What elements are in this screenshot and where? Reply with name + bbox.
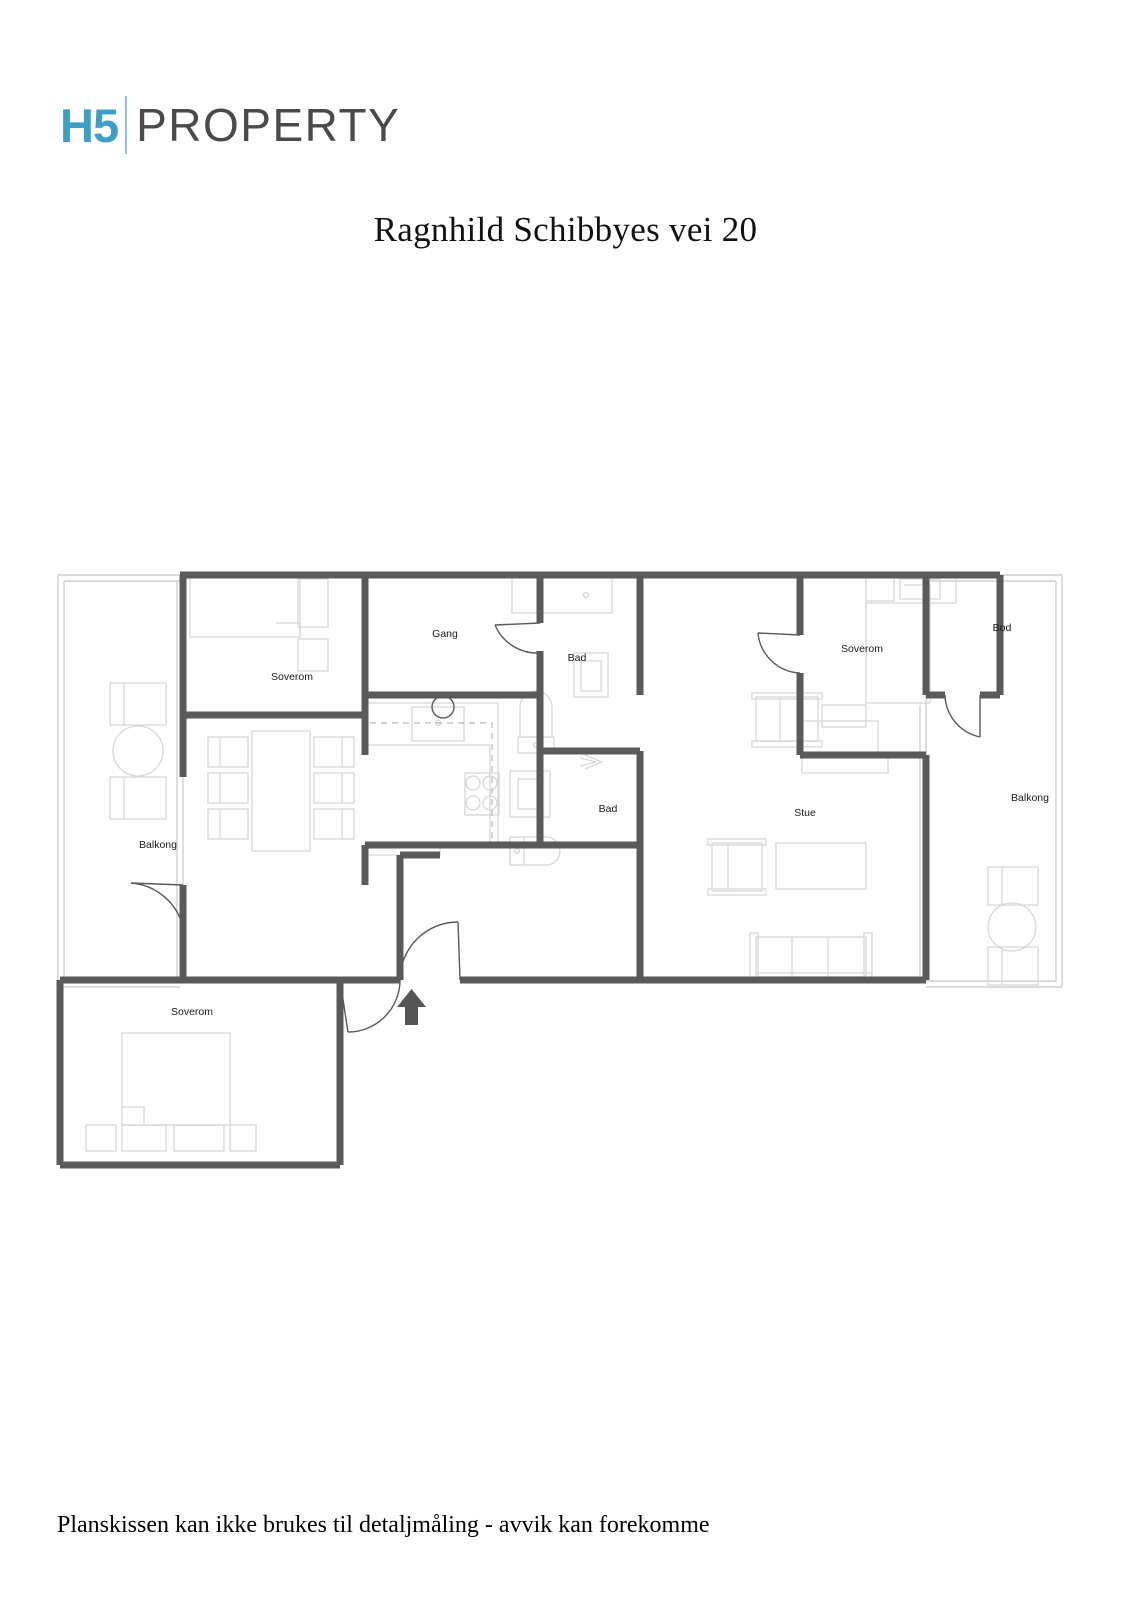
page-title: Ragnhild Schibbyes vei 20 bbox=[373, 210, 758, 249]
entrance-arrow-icon bbox=[397, 989, 426, 1025]
disclaimer-note: Planskissen kan ikke brukes til detaljmå… bbox=[57, 1512, 710, 1538]
logo-divider bbox=[125, 96, 128, 154]
furniture-layer bbox=[85, 576, 1039, 1152]
brand-logo: H5 PROPERTY bbox=[60, 95, 400, 155]
room-label-balkong-right: Balkong bbox=[1011, 792, 1049, 804]
room-label-bod: Bod bbox=[993, 622, 1012, 634]
room-label-stue: Stue bbox=[794, 807, 816, 819]
logo-mark-h5: H5 bbox=[60, 98, 119, 152]
room-label-gang: Gang bbox=[432, 628, 458, 640]
room-labels-layer: Balkong Soverom Gang Bad Bad Stue Sovero… bbox=[139, 622, 1049, 1018]
kitchen-upper-cabinets bbox=[370, 722, 493, 848]
dining-set bbox=[207, 730, 355, 852]
soverom-top-left-furniture bbox=[189, 576, 329, 672]
soverom-right-furniture bbox=[799, 576, 941, 774]
door-swings-layer bbox=[130, 622, 981, 1033]
room-label-soverom-top-left: Soverom bbox=[271, 671, 313, 683]
bad-upper-fixtures bbox=[511, 576, 613, 754]
room-label-balkong-left: Balkong bbox=[139, 839, 177, 851]
room-label-soverom-right: Soverom bbox=[841, 643, 883, 655]
balcony-right-furniture bbox=[987, 866, 1039, 986]
kitchen-counters bbox=[364, 702, 500, 856]
balcony-left-furniture bbox=[109, 682, 167, 820]
room-label-bad-lower: Bad bbox=[599, 803, 618, 815]
bad-lower-fixtures bbox=[509, 754, 604, 866]
room-label-bad-upper: Bad bbox=[568, 652, 587, 664]
soverom-bottom-furniture bbox=[85, 1032, 257, 1152]
room-label-soverom-bottom: Soverom bbox=[171, 1006, 213, 1018]
floorplan-container: Balkong Soverom Gang Bad Bad Stue Sovero… bbox=[40, 555, 1080, 1195]
logo-wordmark: PROPERTY bbox=[136, 99, 401, 151]
stue-side-furniture bbox=[751, 692, 823, 748]
walls-layer bbox=[56, 571, 1004, 1169]
floorplan-drawing: Balkong Soverom Gang Bad Bad Stue Sovero… bbox=[56, 571, 1063, 1169]
stue-furniture bbox=[707, 838, 873, 982]
